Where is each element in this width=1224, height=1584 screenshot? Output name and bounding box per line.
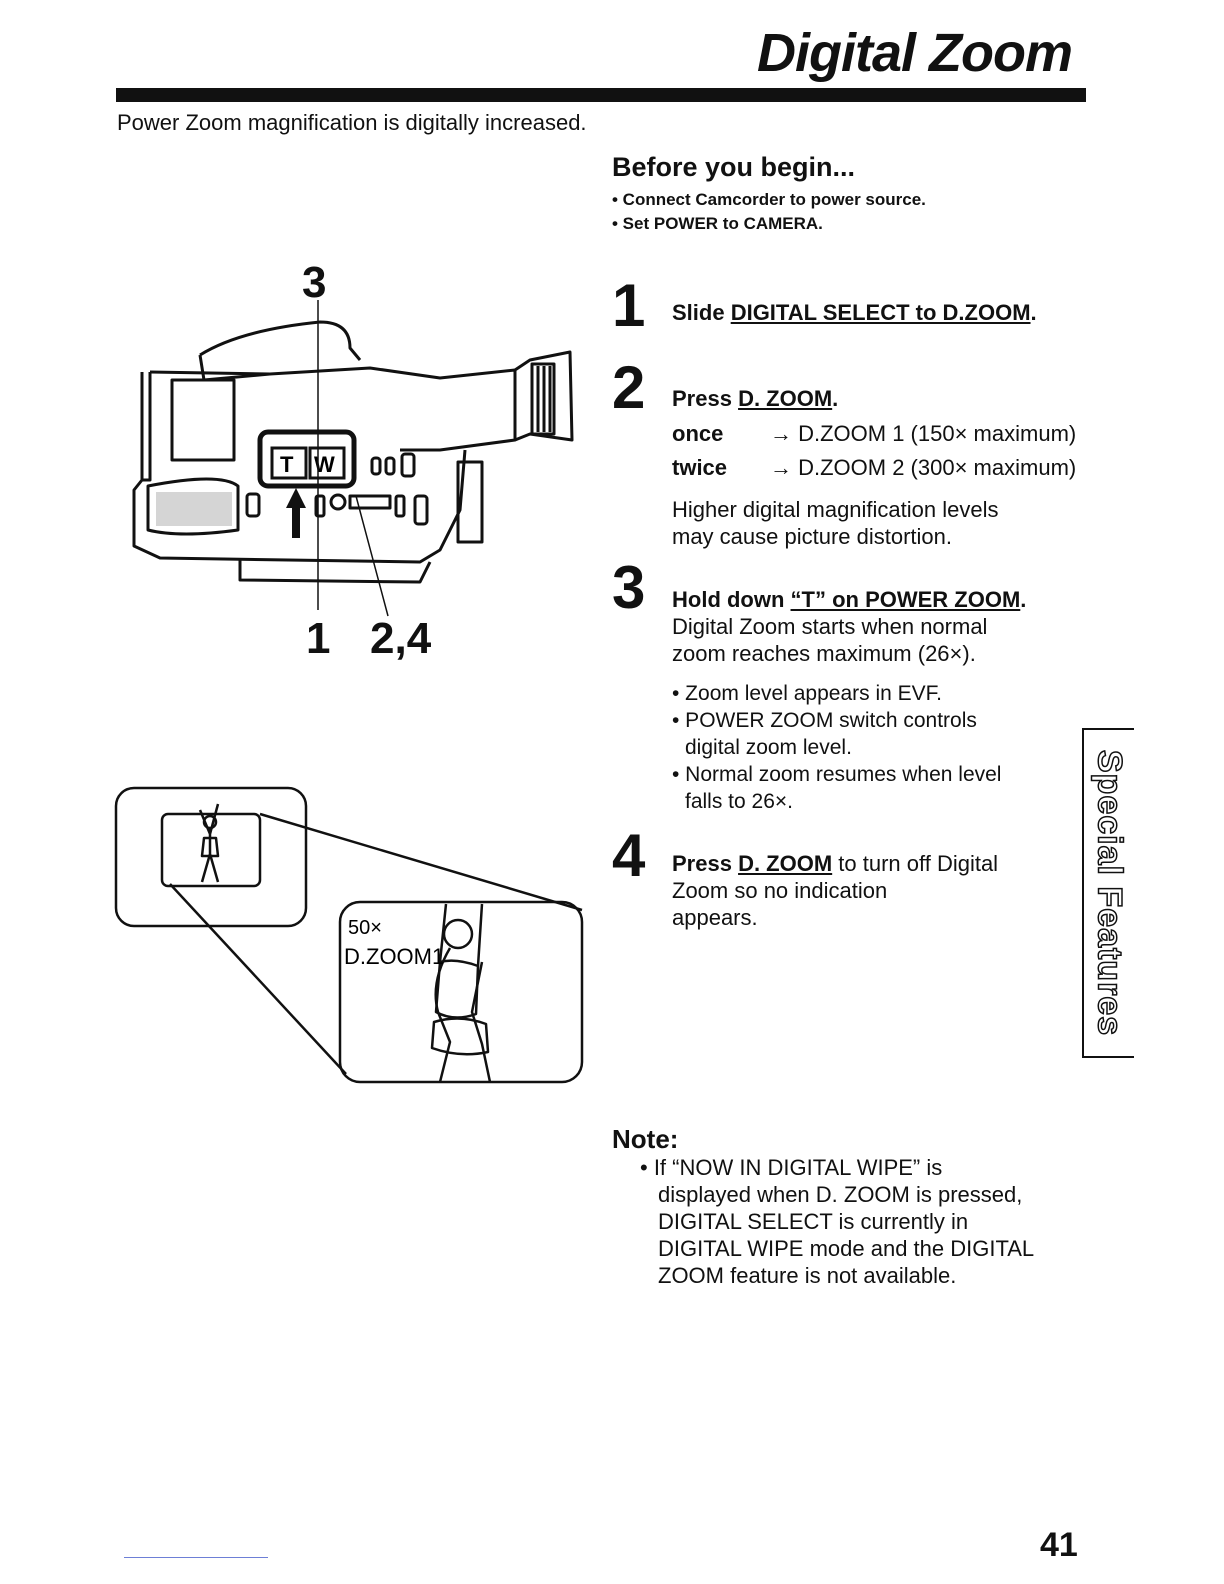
step-2-title: Press D. ZOOM.: [672, 386, 839, 411]
step-4-description: Zoom so no indication appears.: [672, 878, 888, 930]
arrow-up-icon: [286, 488, 306, 538]
once-row: once→ D.ZOOM 1 (150× maximum): [672, 421, 1077, 446]
bullet-item: • POWER ZOOM switch controls: [672, 709, 977, 732]
section-tab: Special Features: [1082, 728, 1134, 1058]
step-3-description: Digital Zoom starts when normal zoom rea…: [672, 614, 988, 666]
bullet-item: • Normal zoom resumes when level: [672, 763, 1002, 786]
step-2-keyword: D. ZOOM: [738, 386, 833, 411]
title-rule: [116, 88, 1086, 102]
section-tab-label: Special Features: [1090, 749, 1130, 1037]
intro-text: Power Zoom magnification is digitally in…: [117, 110, 587, 135]
step-1-number: 1: [612, 272, 646, 339]
bullet-item: falls to 26×.: [685, 790, 793, 813]
page-number: 41: [1040, 1526, 1078, 1564]
bullet-item: digital zoom level.: [685, 736, 852, 759]
page-title: Digital Zoom: [757, 23, 1073, 83]
zoom-illustration: 50× D.ZOOM1: [114, 786, 584, 1084]
step-4-keyword: D. ZOOM: [738, 851, 833, 876]
bullet-item: • Zoom level appears in EVF.: [672, 682, 942, 705]
twice-row: twice→ D.ZOOM 2 (300× maximum): [672, 455, 1077, 480]
figure-callout-3: 3: [302, 258, 327, 307]
step-3-title: Hold down “T” on POWER ZOOM.: [672, 587, 1027, 612]
note-text: • If “NOW IN DIGITAL WIPE” is displayed …: [640, 1155, 1035, 1288]
figure-callout-1: 1: [306, 614, 331, 663]
step-4-number: 4: [612, 822, 646, 889]
prereq-item: • Set POWER to CAMERA.: [612, 214, 823, 233]
step-2-number: 2: [612, 354, 646, 421]
step-3-number: 3: [612, 554, 646, 621]
figure-callout-2-4: 2,4: [370, 614, 432, 663]
step-3-keyword: “T” on POWER ZOOM: [790, 587, 1021, 612]
note-heading: Note:: [612, 1124, 679, 1154]
before-you-begin-heading: Before you begin...: [612, 152, 856, 182]
step-4-title: Press D. ZOOM to turn off Digital: [672, 851, 999, 876]
zoom-magnification-readout: 50×: [348, 917, 382, 939]
bottom-rule: [124, 1557, 268, 1558]
tele-button-label: T: [280, 452, 294, 477]
wide-button-label: W: [314, 452, 335, 477]
camcorder-illustration: T W: [132, 300, 574, 617]
step-1-keyword: DIGITAL SELECT to D.ZOOM: [730, 300, 1031, 325]
zoom-mode-readout: D.ZOOM1: [344, 944, 444, 969]
prereq-item: • Connect Camcorder to power source.: [612, 190, 926, 209]
step-1-title: Slide DIGITAL SELECT to D.ZOOM.: [672, 300, 1037, 325]
step-2-note: Higher digital magnification levels may …: [672, 497, 999, 549]
step-3-bullets: • Zoom level appears in EVF. • POWER ZOO…: [672, 680, 1001, 815]
